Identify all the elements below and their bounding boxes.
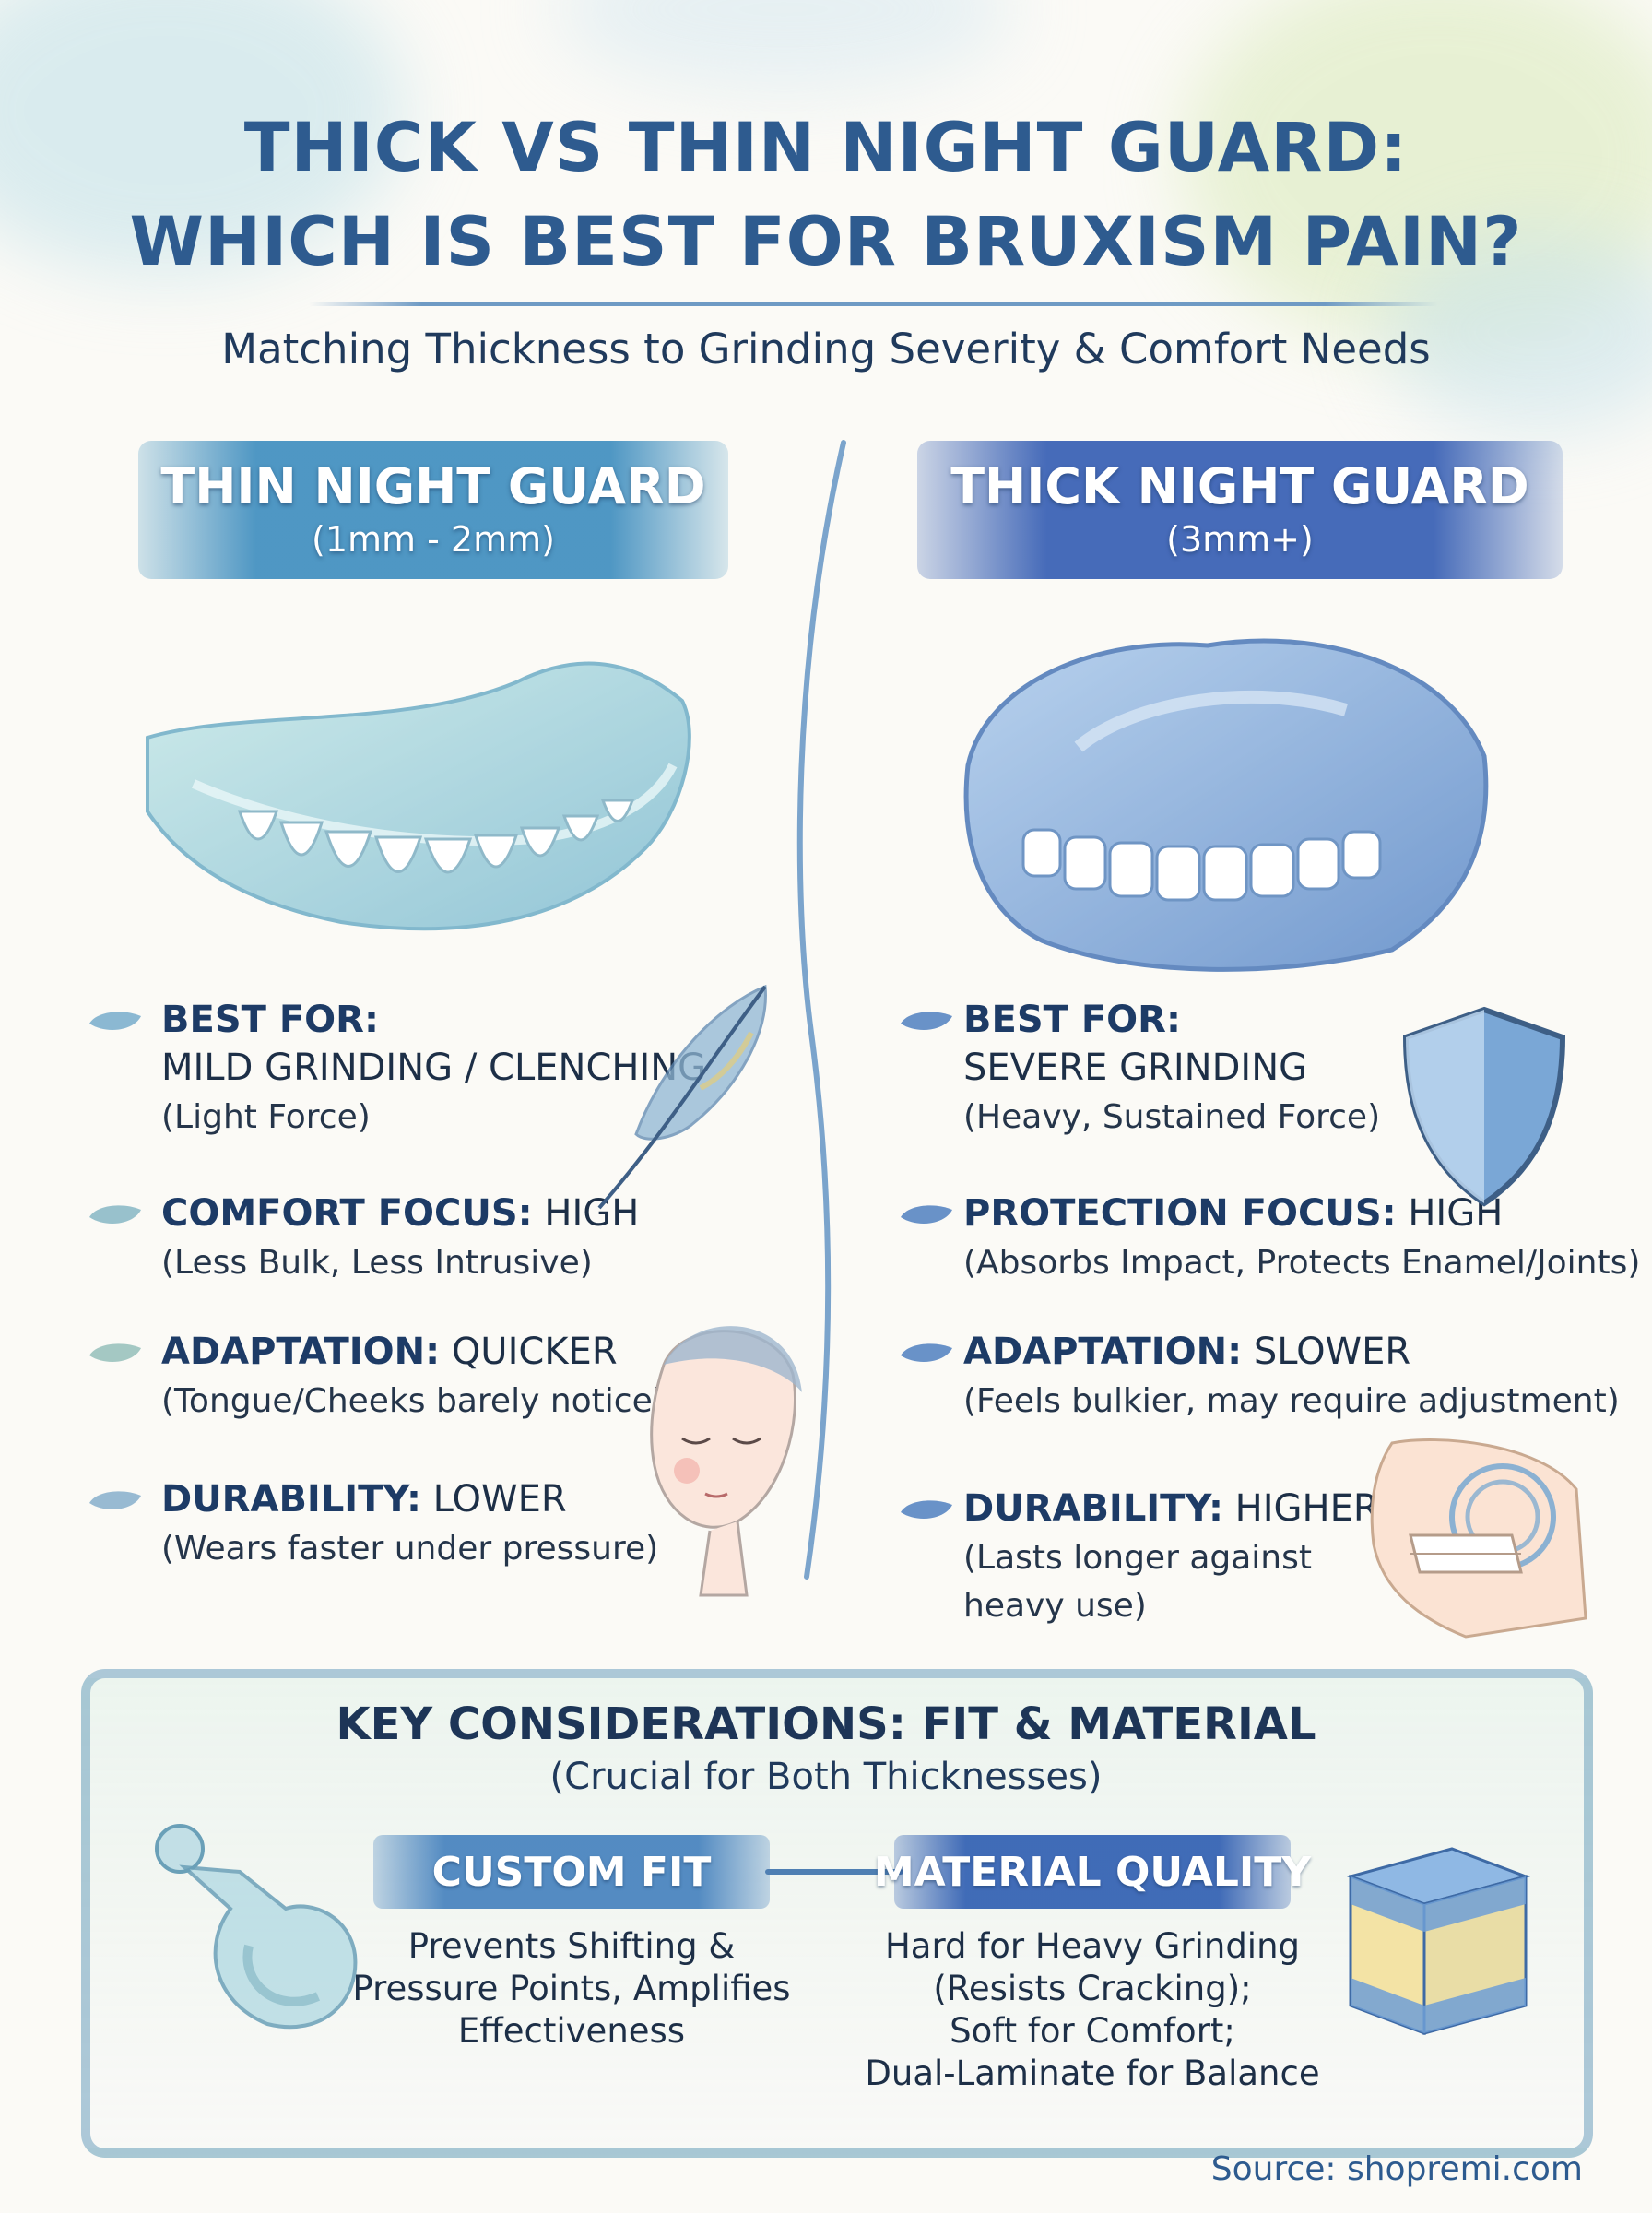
source-credit: Source: shopremi.com <box>1210 2150 1583 2188</box>
brush-bullet-icon <box>89 1491 141 1509</box>
thin-durability: DURABILITY: LOWER (Wears faster under pr… <box>161 1475 658 1571</box>
title-rule <box>309 302 1438 306</box>
sleeping-face-icon <box>650 1326 802 1597</box>
thick-adaptation-value: SLOWER <box>1242 1331 1411 1373</box>
key-considerations-title: KEY CONSIDERATIONS: FIT & MATERIAL <box>336 1698 1316 1750</box>
thin-night-guard-illustration <box>146 661 691 931</box>
material-quality-label: MATERIAL QUALITY <box>874 1835 1311 1909</box>
connector-line <box>765 1869 903 1875</box>
jaw-joint-icon <box>1370 1438 1587 1639</box>
custom-fit-line: Prevents Shifting & <box>407 1926 736 1966</box>
thick-protection-note: (Absorbs Impact, Protects Enamel/Joints) <box>963 1244 1641 1282</box>
brush-bullet-icon <box>89 1343 141 1362</box>
watercolor-wash <box>1383 231 1652 433</box>
thick-durability-value: HIGHER <box>1222 1487 1379 1530</box>
thin-adaptation-note: (Tongue/Cheeks barely notice) <box>161 1382 666 1420</box>
custom-fit-label: CUSTOM FIT <box>373 1835 770 1909</box>
thick-adaptation-note: (Feels bulkier, may require adjustment) <box>963 1382 1620 1420</box>
shield-icon <box>1402 1006 1566 1207</box>
custom-fit-description: Prevents Shifting & Pressure Points, Amp… <box>350 1925 793 2053</box>
thick-durability-note-2: heavy use) <box>963 1587 1147 1625</box>
thick-adaptation: ADAPTATION: SLOWER (Feels bulkier, may r… <box>963 1328 1620 1424</box>
material-line: Soft for Comfort; <box>950 2011 1235 2051</box>
material-quality-description: Hard for Heavy Grinding (Resists Crackin… <box>853 1925 1332 2095</box>
thick-best-for-note: (Heavy, Sustained Force) <box>963 1098 1381 1136</box>
brush-bullet-icon <box>89 1205 141 1224</box>
title-line-2: WHICH IS BEST FOR BRUXISM PAIN? <box>129 203 1523 281</box>
brush-bullet-icon <box>901 1012 952 1030</box>
thick-protection-label: PROTECTION FOCUS: <box>963 1192 1397 1235</box>
thick-guard-range: (3mm+) <box>1166 519 1314 560</box>
thick-best-for: BEST FOR: SEVERE GRINDING (Heavy, Sustai… <box>963 996 1380 1140</box>
thin-durability-label: DURABILITY: <box>161 1478 421 1521</box>
thin-comfort-label: COMFORT FOCUS: <box>161 1192 533 1235</box>
thin-comfort-focus: COMFORT FOCUS: HIGH (Less Bulk, Less Int… <box>161 1189 639 1285</box>
thick-guard-heading: THICK NIGHT GUARD <box>950 457 1529 515</box>
material-line: (Resists Cracking); <box>933 1969 1252 2008</box>
thin-guard-range: (1mm - 2mm) <box>312 519 555 560</box>
custom-fit-line: Pressure Points, Amplifies <box>352 1969 791 2008</box>
thick-durability-label: DURABILITY: <box>963 1487 1223 1530</box>
thin-best-for-value: MILD GRINDING / CLENCHING <box>161 1047 707 1089</box>
thin-best-for-label: BEST FOR: <box>161 999 379 1041</box>
thin-guard-heading: THIN NIGHT GUARD <box>160 457 706 515</box>
thin-guard-banner: THIN NIGHT GUARD (1mm - 2mm) <box>138 441 728 579</box>
thick-night-guard-illustration <box>963 638 1489 972</box>
column-divider <box>796 440 846 1580</box>
thick-guard-banner: THICK NIGHT GUARD (3mm+) <box>917 441 1563 579</box>
thin-adaptation: ADAPTATION: QUICKER (Tongue/Cheeks barel… <box>161 1328 666 1424</box>
thick-best-for-value: SEVERE GRINDING <box>963 1047 1308 1089</box>
thin-adaptation-label: ADAPTATION: <box>161 1331 441 1373</box>
thick-adaptation-label: ADAPTATION: <box>963 1331 1243 1373</box>
thick-best-for-label: BEST FOR: <box>963 999 1181 1041</box>
material-line: Dual-Laminate for Balance <box>865 2053 1320 2093</box>
custom-fit-line: Effectiveness <box>457 2011 686 2051</box>
thick-durability-note: (Lasts longer against <box>963 1539 1312 1577</box>
thin-durability-value: LOWER <box>420 1478 567 1521</box>
dental-tray-icon <box>155 1824 358 2030</box>
thick-durability: DURABILITY: HIGHER (Lasts longer against… <box>963 1485 1379 1628</box>
thin-adaptation-value: QUICKER <box>440 1331 618 1373</box>
layered-material-icon <box>1346 1847 1530 2036</box>
feather-icon <box>597 984 767 1210</box>
page-title: THICK VS THIN NIGHT GUARD: WHICH IS BEST… <box>0 101 1652 290</box>
brush-bullet-icon <box>89 1012 141 1030</box>
watercolor-wash <box>553 0 1014 92</box>
brush-bullet-icon <box>901 1343 952 1362</box>
title-line-1: THICK VS THIN NIGHT GUARD: <box>243 109 1409 187</box>
thin-best-for: BEST FOR: MILD GRINDING / CLENCHING (Lig… <box>161 996 706 1140</box>
thin-comfort-value: HIGH <box>532 1192 640 1235</box>
key-considerations-subtitle: (Crucial for Both Thicknesses) <box>549 1756 1103 1798</box>
thick-protection-focus: PROTECTION FOCUS: HIGH (Absorbs Impact, … <box>963 1189 1640 1285</box>
brush-bullet-icon <box>901 1500 952 1519</box>
thin-comfort-note: (Less Bulk, Less Intrusive) <box>161 1244 593 1282</box>
key-considerations-box <box>81 1669 1593 2158</box>
material-line: Hard for Heavy Grinding <box>884 1926 1301 1966</box>
thin-best-for-note: (Light Force) <box>161 1098 371 1136</box>
brush-bullet-icon <box>901 1205 952 1224</box>
page-subtitle: Matching Thickness to Grinding Severity … <box>221 325 1431 373</box>
thin-durability-note: (Wears faster under pressure) <box>161 1530 659 1568</box>
